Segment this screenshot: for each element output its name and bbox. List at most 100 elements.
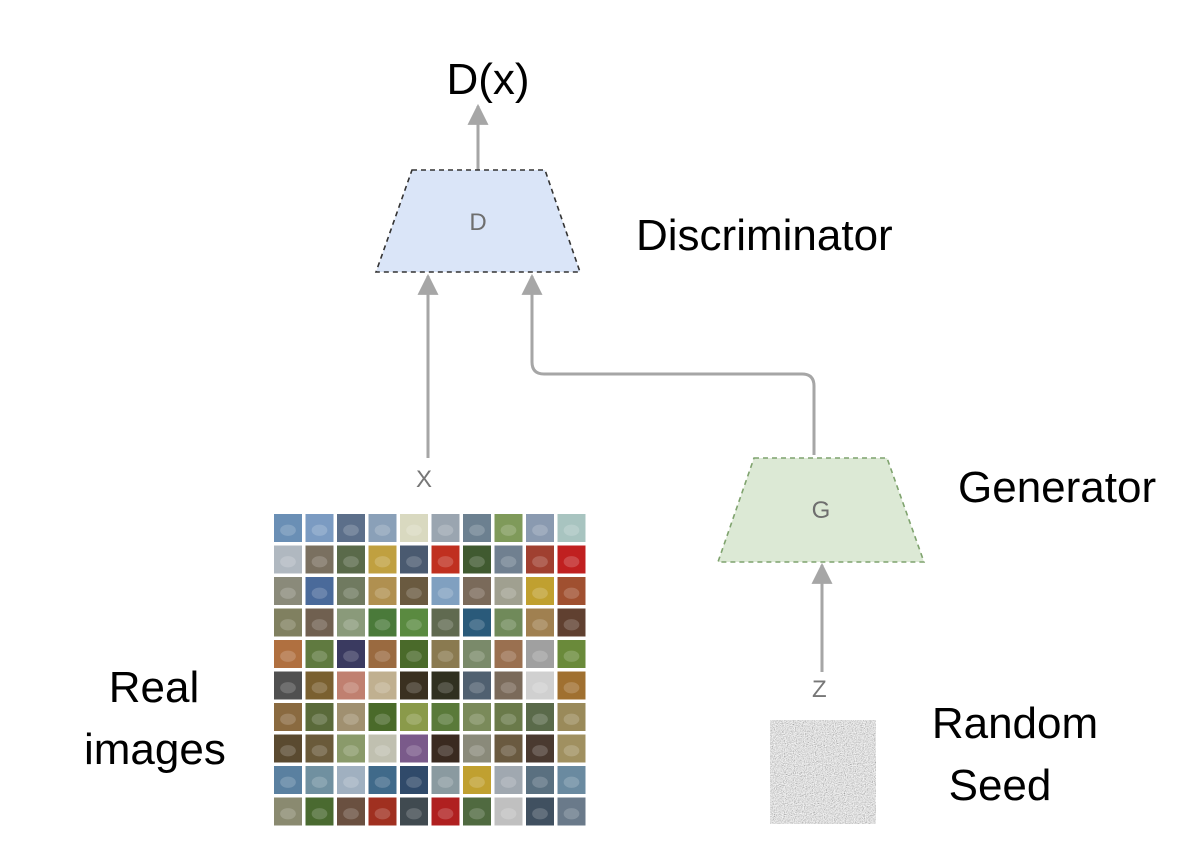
real-image-subject xyxy=(563,650,580,662)
real-image-thumbnail xyxy=(463,703,491,731)
real-image-subject xyxy=(437,776,454,788)
real-image-subject xyxy=(469,682,485,694)
real-image-subject xyxy=(280,745,296,757)
real-image-thumbnail xyxy=(305,766,334,794)
real-image-subject xyxy=(343,682,359,694)
real-image-subject xyxy=(469,650,485,662)
real-image-subject xyxy=(437,808,454,820)
real-image-subject xyxy=(280,587,296,599)
real-image-subject xyxy=(563,587,580,599)
generator-to-discriminator-arrow xyxy=(521,273,816,455)
real-image-thumbnail xyxy=(305,640,334,668)
real-image-thumbnail xyxy=(557,577,586,605)
real-image-subject xyxy=(532,556,548,568)
real-image-thumbnail xyxy=(557,640,586,668)
real-image-subject xyxy=(437,682,454,694)
real-image-thumbnail xyxy=(400,766,428,794)
real-image-subject xyxy=(343,808,359,820)
real-image-subject xyxy=(563,619,580,631)
real-image-thumbnail xyxy=(526,514,554,542)
real-image-subject xyxy=(500,556,517,568)
real-image-thumbnail xyxy=(274,797,302,826)
real-image-subject xyxy=(469,745,485,757)
real-image-thumbnail xyxy=(526,703,554,731)
real-image-subject xyxy=(406,524,422,536)
generator-block xyxy=(716,457,926,563)
real-image-subject xyxy=(532,587,548,599)
real-image-thumbnail xyxy=(557,766,586,794)
real-image-thumbnail xyxy=(494,703,523,731)
real-image-subject xyxy=(563,713,580,725)
real-image-thumbnail xyxy=(526,766,554,794)
real-image-thumbnail xyxy=(463,608,491,637)
real-image-subject xyxy=(406,776,422,788)
real-image-subject xyxy=(374,682,391,694)
real-image-subject xyxy=(280,776,296,788)
real-image-subject xyxy=(280,713,296,725)
real-image-subject xyxy=(343,745,359,757)
real-image-subject xyxy=(343,650,359,662)
real-image-subject xyxy=(374,808,391,820)
real-image-thumbnail xyxy=(337,797,365,826)
real-image-subject xyxy=(437,650,454,662)
random-seed-label-line1: Random xyxy=(931,699,1099,748)
real-image-subject xyxy=(343,556,359,568)
real-image-subject xyxy=(406,745,422,757)
real-image-subject xyxy=(437,587,454,599)
real-image-subject xyxy=(280,650,296,662)
real-image-subject xyxy=(311,776,328,788)
real-image-subject xyxy=(406,808,422,820)
real-image-thumbnail xyxy=(463,671,491,700)
real-image-subject xyxy=(469,619,485,631)
real-image-subject xyxy=(532,713,548,725)
real-image-thumbnail xyxy=(274,734,302,763)
real-image-subject xyxy=(532,619,548,631)
real-image-subject xyxy=(374,587,391,599)
real-images-label-line2: images xyxy=(84,725,226,774)
noise-input-label: Z xyxy=(812,676,827,703)
real-image-subject xyxy=(406,713,422,725)
real-image-thumbnail xyxy=(305,671,334,700)
real-image-subject xyxy=(374,745,391,757)
real-image-subject xyxy=(374,619,391,631)
real-image-thumbnail xyxy=(431,734,460,763)
real-image-subject xyxy=(343,524,359,536)
real-image-thumbnail xyxy=(494,514,523,542)
real-image-subject xyxy=(563,776,580,788)
real-image-subject xyxy=(311,619,328,631)
real-image-subject xyxy=(311,556,328,568)
real-image-thumbnail xyxy=(337,545,365,574)
real-image-thumbnail xyxy=(526,545,554,574)
real-image-subject xyxy=(437,745,454,757)
real-image-subject xyxy=(500,808,517,820)
real-image-subject xyxy=(500,776,517,788)
real-image-thumbnail xyxy=(431,608,460,637)
real-image-thumbnail xyxy=(274,514,302,542)
real-image-subject xyxy=(343,619,359,631)
real-image-subject xyxy=(280,556,296,568)
real-image-thumbnail xyxy=(368,766,397,794)
real-image-thumbnail xyxy=(557,671,586,700)
real-image-thumbnail xyxy=(368,608,397,637)
real-image-thumbnail xyxy=(463,734,491,763)
real-image-thumbnail xyxy=(557,608,586,637)
random-seed-image xyxy=(770,720,876,824)
real-image-subject xyxy=(532,745,548,757)
real-image-thumbnail xyxy=(494,766,523,794)
real-image-subject xyxy=(532,650,548,662)
real-input-label: X xyxy=(416,466,433,493)
real-image-thumbnail xyxy=(337,703,365,731)
real-image-subject xyxy=(437,556,454,568)
real-image-thumbnail xyxy=(557,734,586,763)
real-image-thumbnail xyxy=(305,608,334,637)
real-image-subject xyxy=(374,776,391,788)
real-image-thumbnail xyxy=(368,671,397,700)
real-image-thumbnail xyxy=(368,797,397,826)
real-image-subject xyxy=(406,587,422,599)
real-image-subject xyxy=(469,556,485,568)
real-image-thumbnail xyxy=(557,514,586,542)
real-image-thumbnail xyxy=(431,671,460,700)
real-image-subject xyxy=(500,745,517,757)
real-image-subject xyxy=(374,650,391,662)
